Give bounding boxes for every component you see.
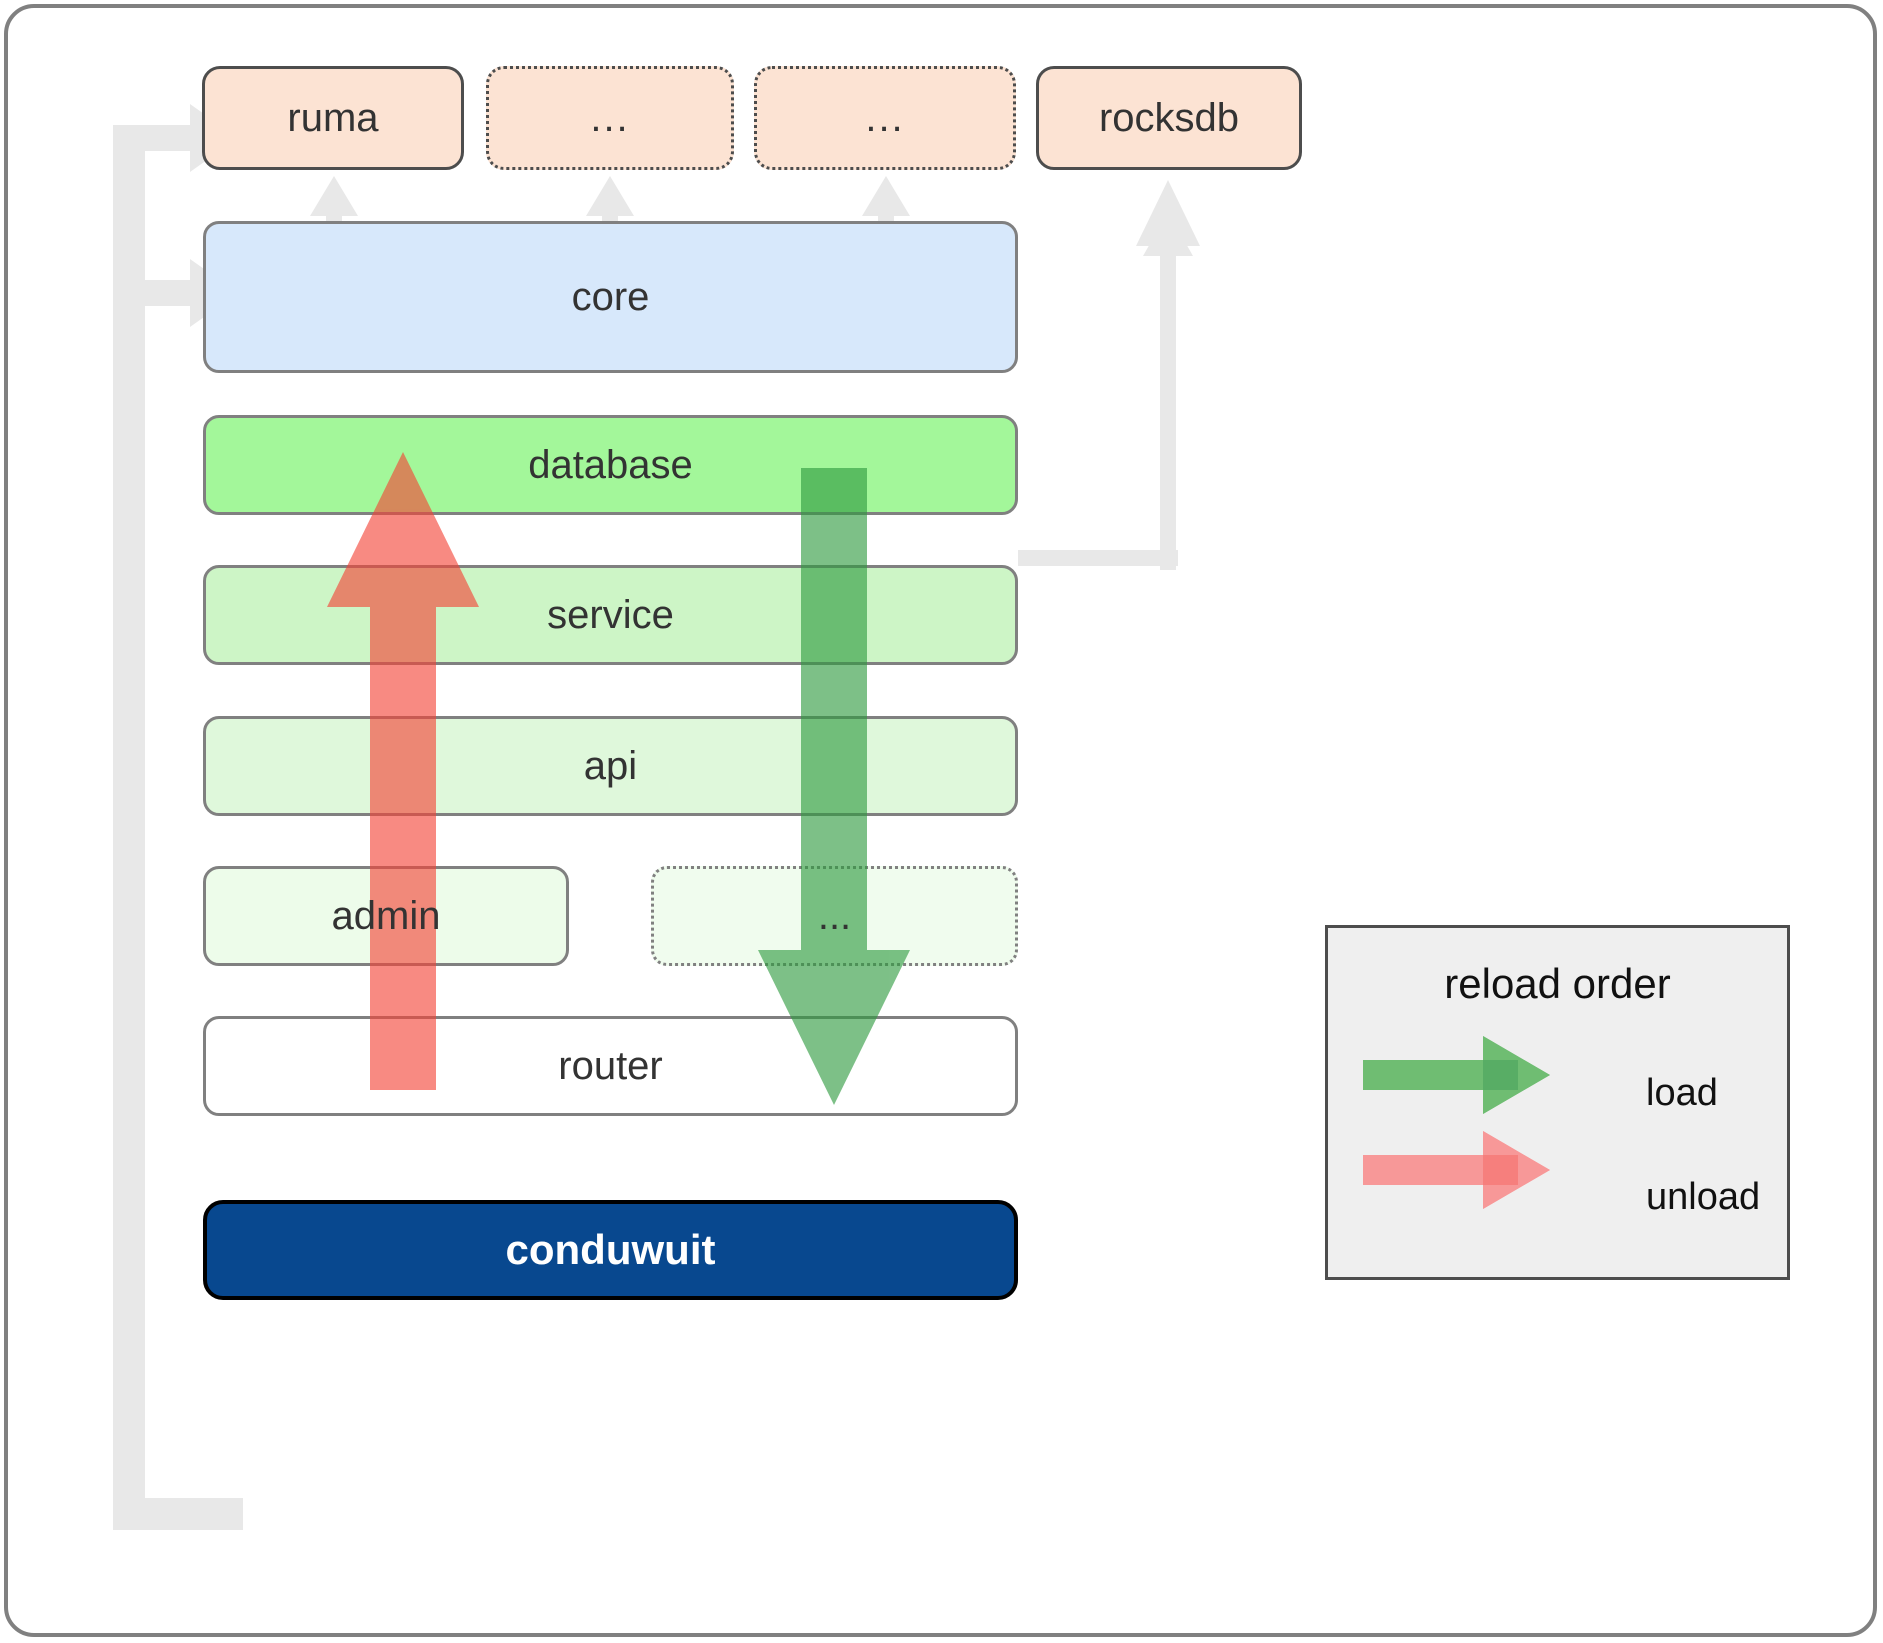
dependency-label: rocksdb (1098, 95, 1240, 140)
dependency-label: ... (590, 95, 630, 140)
binary-box-conduwuit[interactable]: conduwuit (203, 1200, 1018, 1300)
crate-box-service[interactable]: service (203, 565, 1018, 665)
dependency-box-ellipsis-2[interactable]: ... (754, 66, 1016, 170)
crate-label: router (558, 1043, 663, 1088)
legend-title: reload order (1444, 960, 1671, 1007)
binary-label: conduwuit (505, 1226, 716, 1273)
legend-arrow-icons (1363, 1036, 1550, 1209)
dependency-label: ruma (287, 95, 379, 140)
crate-label: admin (331, 893, 441, 938)
legend-panel: reload order load unload (1325, 925, 1790, 1280)
legend-label-load: load (1646, 1072, 1718, 1114)
core-label: core (571, 274, 650, 319)
crate-label: service (547, 592, 674, 637)
dependency-box-ruma[interactable]: ruma (202, 66, 464, 170)
dependency-box-rocksdb[interactable]: rocksdb (1036, 66, 1302, 170)
core-box[interactable]: core (203, 221, 1018, 373)
crate-box-router[interactable]: router (203, 1016, 1018, 1116)
crate-box-api[interactable]: api (203, 716, 1018, 816)
legend-unload-arrow-icon (1363, 1131, 1550, 1209)
crate-label: api (583, 743, 638, 788)
crate-label: ... (817, 893, 852, 938)
dependency-label: ... (865, 95, 905, 140)
crate-box-ellipsis[interactable]: ... (651, 866, 1018, 966)
crate-box-database[interactable]: database (203, 415, 1018, 515)
crate-box-admin[interactable]: admin (203, 866, 569, 966)
legend-label-unload: unload (1646, 1176, 1761, 1218)
dependency-box-ellipsis-1[interactable]: ... (486, 66, 734, 170)
legend-load-arrow-icon (1363, 1036, 1550, 1114)
crate-label: database (528, 442, 693, 487)
